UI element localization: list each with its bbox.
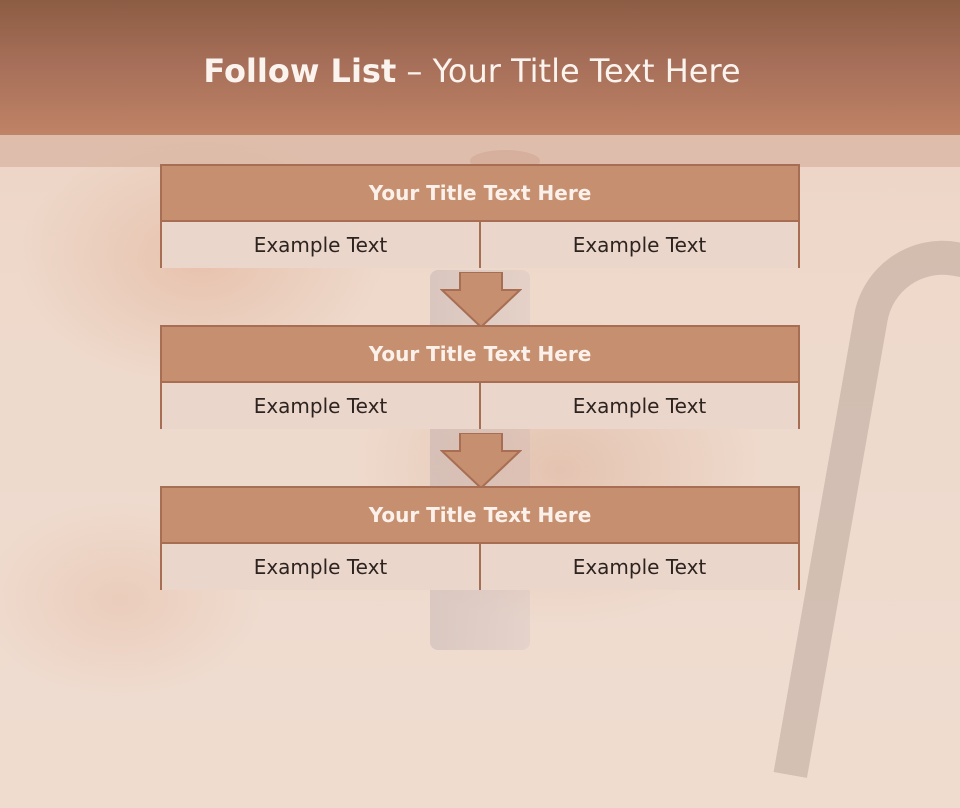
- step-cell-left: Example Text: [162, 383, 479, 429]
- step-block-2: Your Title Text Here Example Text Exampl…: [160, 325, 800, 429]
- down-arrow-icon: [440, 433, 522, 489]
- slide-title-rest: – Your Title Text Here: [396, 52, 741, 90]
- step-row: Example Text Example Text: [162, 544, 798, 590]
- slide-title-bold: Follow List: [203, 52, 397, 90]
- down-arrow-icon: [440, 272, 522, 328]
- step-cell-right: Example Text: [479, 383, 798, 429]
- step-row: Example Text Example Text: [162, 222, 798, 268]
- step-cell-right: Example Text: [479, 222, 798, 268]
- slide-title: Follow List – Your Title Text Here: [0, 52, 944, 90]
- step-row: Example Text Example Text: [162, 383, 798, 429]
- step-cell-left: Example Text: [162, 544, 479, 590]
- step-block-3: Your Title Text Here Example Text Exampl…: [160, 486, 800, 590]
- step-block-1: Your Title Text Here Example Text Exampl…: [160, 164, 800, 268]
- step-cell-left: Example Text: [162, 222, 479, 268]
- step-cell-right: Example Text: [479, 544, 798, 590]
- title-band: [0, 0, 960, 135]
- title-band-shadow: [0, 135, 960, 167]
- step-title: Your Title Text Here: [162, 166, 798, 222]
- step-title: Your Title Text Here: [162, 327, 798, 383]
- step-title: Your Title Text Here: [162, 488, 798, 544]
